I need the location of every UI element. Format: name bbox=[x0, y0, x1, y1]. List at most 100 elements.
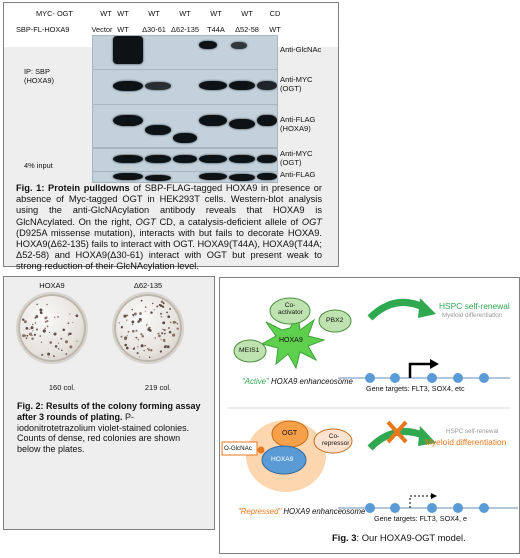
colony-dot bbox=[158, 332, 160, 334]
colony-dot bbox=[156, 305, 159, 308]
band bbox=[145, 175, 171, 181]
band bbox=[113, 81, 143, 91]
colony-dot bbox=[140, 333, 143, 336]
colony-dot bbox=[67, 322, 70, 325]
colony-dot bbox=[150, 349, 153, 352]
band bbox=[145, 155, 171, 163]
colony-dot bbox=[131, 308, 133, 311]
coactivator-node bbox=[269, 297, 311, 325]
colony-dot bbox=[44, 327, 47, 330]
meis1-node bbox=[233, 339, 267, 363]
col-hoxa9-2: WT bbox=[117, 25, 129, 34]
colony-dot bbox=[157, 332, 159, 335]
hoxa9-node-repressed bbox=[261, 445, 307, 475]
colony-dot bbox=[147, 348, 149, 350]
nucleosome bbox=[365, 503, 375, 513]
colony-dot bbox=[131, 329, 135, 333]
colony-dot bbox=[150, 311, 153, 314]
coactivator-label: Co-activator bbox=[278, 302, 303, 316]
repressed-enhanceosome-label: "Repressed" HOXA9 enhanceosome bbox=[238, 507, 365, 516]
colony-dot bbox=[146, 323, 148, 326]
colony-count-hoxa9: 160 col. bbox=[48, 383, 76, 392]
colony-dot bbox=[28, 328, 31, 331]
band bbox=[229, 174, 255, 181]
colony-dot bbox=[47, 352, 51, 356]
col-hoxa9-3: Δ30-61 bbox=[142, 25, 166, 34]
active-gene-targets: Gene targets: FLT3, SOX4, etc bbox=[366, 384, 465, 393]
nucleosome bbox=[365, 373, 375, 383]
label-ogt-ip: (OGT) bbox=[280, 84, 302, 93]
caption-text: CD, a catalysis-deficient allele of bbox=[155, 216, 302, 227]
hoxa9-active-label: HOXA9 bbox=[279, 337, 303, 344]
colony-dot bbox=[176, 327, 179, 330]
colony-dot bbox=[54, 316, 56, 318]
colony-dot bbox=[120, 335, 123, 338]
colony-dot bbox=[153, 309, 155, 311]
figure-3-panel: Co-activator PBX2 MEIS1 HOXA9 "Active" H… bbox=[219, 277, 520, 554]
tss-arrow bbox=[408, 362, 432, 378]
band bbox=[173, 155, 197, 163]
colony-dot bbox=[36, 328, 38, 331]
caption-text: of SBP-FLAG-tagged HOXA9 in presence or … bbox=[16, 183, 323, 227]
label-hoxa9-ip: (HOXA9) bbox=[280, 124, 311, 133]
col-ogt-5: WT bbox=[210, 9, 222, 18]
colony-dot bbox=[164, 332, 166, 335]
colony-dot bbox=[48, 356, 50, 358]
colony-dot bbox=[131, 323, 134, 326]
colony-dot bbox=[32, 323, 34, 326]
repressed-output-main: Myeloid differentiation bbox=[425, 437, 507, 447]
caption-text: (D925A missense mutation), interacts wit… bbox=[16, 227, 322, 272]
nucleosome bbox=[390, 503, 400, 513]
nucleosome bbox=[427, 373, 437, 383]
blot-myc-input bbox=[92, 148, 278, 172]
colony-dot bbox=[46, 303, 48, 306]
band bbox=[145, 125, 171, 135]
colony-count-delta: 219 col. bbox=[144, 383, 172, 392]
active-enhanceosome-label: "Active" HOXA9 enhanceosome bbox=[242, 377, 353, 386]
colony-dot bbox=[161, 332, 164, 335]
nucleosomes bbox=[365, 503, 489, 513]
colony-plate-hoxa9 bbox=[16, 292, 88, 364]
corepressor-label-1: Co- bbox=[328, 433, 340, 440]
colony-dot bbox=[39, 335, 42, 337]
col-hoxa9-4: Δ62-135 bbox=[171, 25, 199, 34]
label-anti-glcnac: Anti-GlcNAc bbox=[280, 45, 322, 54]
colony-dot bbox=[139, 356, 141, 358]
colony-dot bbox=[33, 333, 36, 336]
input-label: 4% input bbox=[24, 161, 53, 170]
nucleosome bbox=[479, 373, 489, 383]
label-anti-myc-ip: Anti-MYC bbox=[280, 75, 313, 84]
colony-dot bbox=[25, 327, 29, 330]
colony-dot bbox=[57, 316, 59, 318]
caption-lead: Fig. 3 bbox=[332, 532, 357, 543]
figure-2-caption: Fig. 2: Results of the colony forming as… bbox=[17, 401, 201, 455]
colony-dot bbox=[69, 313, 71, 315]
pbx2-label: PBX2 bbox=[326, 317, 344, 324]
colony-dot bbox=[36, 303, 38, 306]
band bbox=[113, 173, 143, 180]
colony-dot bbox=[54, 332, 56, 334]
colony-dot bbox=[135, 329, 138, 332]
corepressor-label: Co-repressor bbox=[322, 433, 350, 447]
caption-gene: OGT bbox=[135, 216, 156, 227]
band bbox=[173, 133, 197, 143]
figure-1-caption: Fig. 1: Protein pulldowns of SBP-FLAG-ta… bbox=[16, 183, 322, 273]
model-diagram bbox=[221, 297, 518, 513]
colony-dot bbox=[22, 318, 25, 321]
ogln-label: O-GlcNAc bbox=[224, 445, 252, 452]
corepressor-label-2: repressor bbox=[322, 440, 350, 447]
active-quoted: "Active" bbox=[242, 377, 269, 386]
colony-dot bbox=[139, 312, 142, 315]
caption-text: P-iodonitrotetrazolium violet-stained co… bbox=[17, 411, 190, 455]
meis1-label: MEIS1 bbox=[239, 347, 260, 354]
colony-dot bbox=[160, 338, 162, 340]
colony-dot bbox=[30, 326, 34, 330]
weak-tss-arrow-head bbox=[431, 493, 437, 499]
colony-dot bbox=[138, 318, 142, 321]
colony-dot bbox=[31, 337, 34, 341]
colony-dot bbox=[154, 337, 157, 339]
colony-dot bbox=[29, 332, 32, 336]
active-rest: HOXA9 enhanceosome bbox=[268, 377, 353, 386]
colony-dot bbox=[39, 311, 43, 315]
colony-dot bbox=[32, 330, 34, 332]
